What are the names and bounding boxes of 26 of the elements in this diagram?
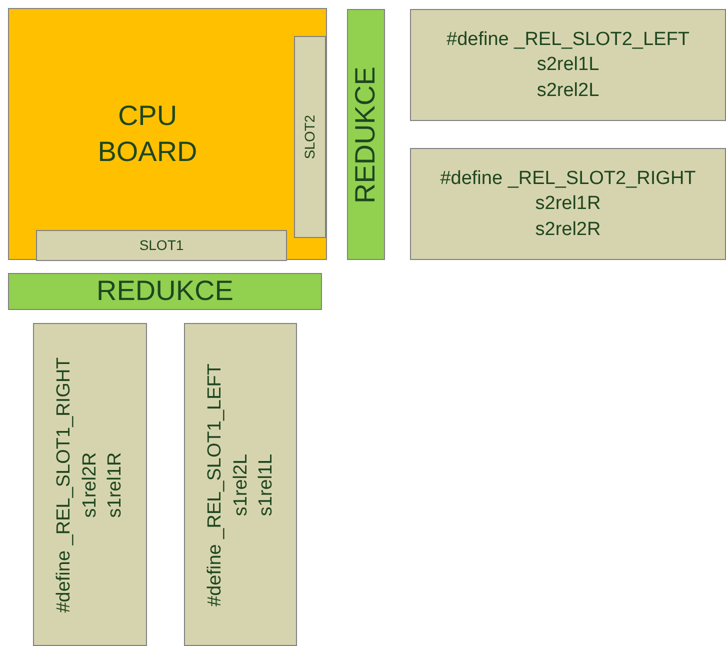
relay-define-box	[410, 9, 726, 121]
define-text: s2rel1R	[535, 192, 601, 216]
board-label: CPU BOARD	[96, 98, 198, 169]
slot-label: SLOT1	[139, 237, 184, 254]
adapter-board	[347, 9, 385, 260]
slot-connector	[294, 36, 326, 238]
define-text: s1rel1R	[104, 452, 127, 518]
define-text: #define _REL_SLOT1_RIGHT	[52, 356, 76, 612]
cpu-board	[8, 8, 327, 260]
adapter-label: REDUKCE	[96, 276, 234, 307]
define-text: #define _REL_SLOT2_RIGHT	[440, 166, 696, 191]
adapter-board	[8, 273, 322, 310]
define-text: s1rel1L	[254, 453, 278, 516]
define-text: s2rel2L	[536, 78, 600, 103]
adapter-label: REDUKCE	[350, 66, 382, 203]
define-text: #define _REL_SLOT1_LEFT	[203, 363, 226, 606]
slot-label: SLOT2	[302, 114, 318, 160]
relay-define-box	[410, 148, 726, 260]
define-text: s1rel2L	[228, 453, 252, 516]
define-text: s1rel2R	[78, 452, 102, 518]
slot-connector	[36, 230, 287, 261]
relay-define-box	[33, 323, 147, 646]
define-text: #define _REL_SLOT2_LEFT	[446, 28, 690, 52]
define-text: s2rel2R	[535, 218, 601, 242]
relay-define-box	[184, 323, 297, 646]
define-text: s2rel1L	[536, 53, 600, 78]
